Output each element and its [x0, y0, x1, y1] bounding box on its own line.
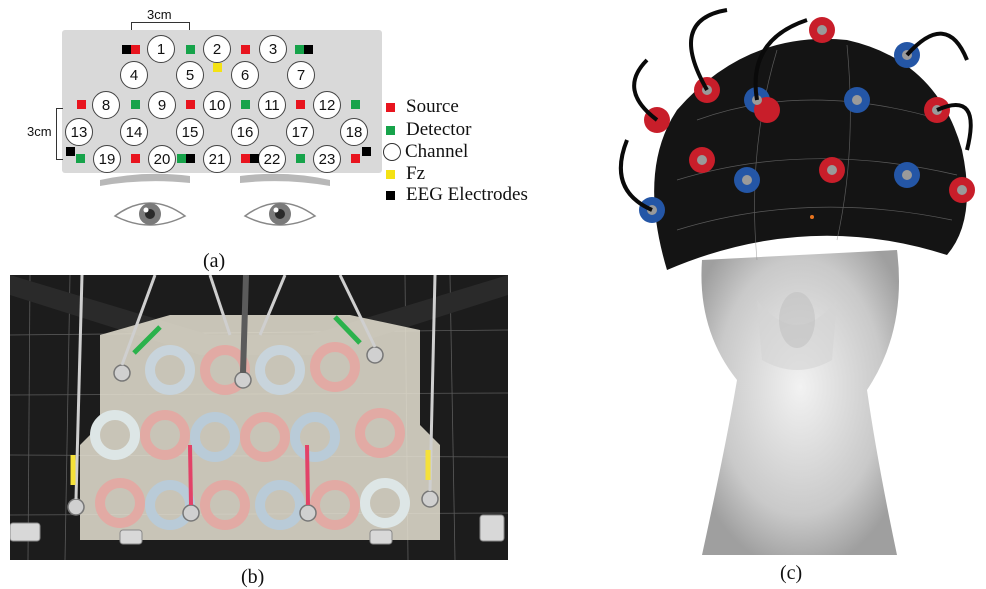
source-optode [241, 154, 250, 163]
channel-22: 22 [258, 145, 286, 173]
right-eye-icon [243, 202, 317, 226]
eeg-electrode [66, 147, 75, 156]
channel-11: 11 [258, 91, 286, 119]
source-optode [131, 45, 140, 54]
detector-optode [295, 45, 304, 54]
detector-swatch [386, 125, 395, 135]
source-optode [351, 154, 360, 163]
panel-c-label: (c) [780, 562, 803, 584]
channel-12: 12 [313, 91, 341, 119]
dimension-line-top [131, 22, 190, 30]
panel-b-photo [10, 275, 508, 560]
panel-a-label: (a) [203, 250, 226, 272]
legend-channel-label: Channel [405, 141, 469, 162]
legend-source: Source [386, 96, 459, 118]
channel-23: 23 [313, 145, 341, 173]
source-optode [77, 100, 86, 109]
mannequin-cap-illustration [618, 8, 975, 555]
detector-optode [131, 100, 140, 109]
channel-5: 5 [176, 61, 204, 89]
detector-optode [241, 100, 250, 109]
channel-20: 20 [148, 145, 176, 173]
probe-holder-illustration [10, 275, 508, 560]
panel-a: 3cm 3cm 1 2 3 4 5 6 7 8 9 10 11 12 13 14… [0, 0, 570, 275]
eeg-electrode [186, 154, 195, 163]
channel-9: 9 [148, 91, 176, 119]
legend-eeg-label: EEG Electrodes [406, 184, 528, 205]
channel-16: 16 [231, 118, 259, 146]
detector-optode [76, 154, 85, 163]
left-eye-icon [113, 202, 187, 226]
channel-17: 17 [286, 118, 314, 146]
channel-10: 10 [203, 91, 231, 119]
channel-1: 1 [147, 35, 175, 63]
channel-circle-icon [383, 143, 401, 161]
eeg-electrode [122, 45, 131, 54]
detector-optode [186, 45, 195, 54]
legend-fz-label: Fz [406, 163, 425, 184]
legend-channel: Channel [383, 141, 468, 163]
channel-6: 6 [231, 61, 259, 89]
fz-marker [213, 63, 222, 72]
eeg-swatch [386, 190, 395, 200]
channel-14: 14 [120, 118, 148, 146]
channel-18: 18 [340, 118, 368, 146]
source-optode [186, 100, 195, 109]
legend-detector-label: Detector [406, 119, 472, 140]
panel-c-photo [607, 0, 986, 555]
detector-optode [177, 154, 186, 163]
channel-13: 13 [65, 118, 93, 146]
eyes-illustration [100, 173, 330, 226]
eeg-electrode [250, 154, 259, 163]
source-optode [131, 154, 140, 163]
fz-swatch [386, 169, 395, 179]
eeg-electrode [362, 147, 371, 156]
source-optode [296, 100, 305, 109]
channel-15: 15 [176, 118, 204, 146]
channel-19: 19 [93, 145, 121, 173]
channel-2: 2 [203, 35, 231, 63]
channel-21: 21 [203, 145, 231, 173]
channel-4: 4 [120, 61, 148, 89]
dimension-line-left [56, 108, 63, 160]
legend-fz: Fz [386, 163, 425, 185]
legend-eeg: EEG Electrodes [386, 184, 528, 206]
source-swatch [386, 102, 395, 112]
left-eyebrow [100, 173, 190, 186]
source-optode [241, 45, 250, 54]
eeg-electrode [304, 45, 313, 54]
dimension-label-top: 3cm [147, 7, 172, 22]
channel-7: 7 [287, 61, 315, 89]
legend-detector: Detector [386, 119, 471, 141]
channel-3: 3 [259, 35, 287, 63]
detector-optode [296, 154, 305, 163]
dimension-label-left: 3cm [27, 124, 52, 139]
panel-b-label: (b) [241, 566, 265, 588]
channel-8: 8 [92, 91, 120, 119]
detector-optode [351, 100, 360, 109]
right-eyebrow [240, 173, 330, 186]
legend-source-label: Source [406, 96, 459, 117]
